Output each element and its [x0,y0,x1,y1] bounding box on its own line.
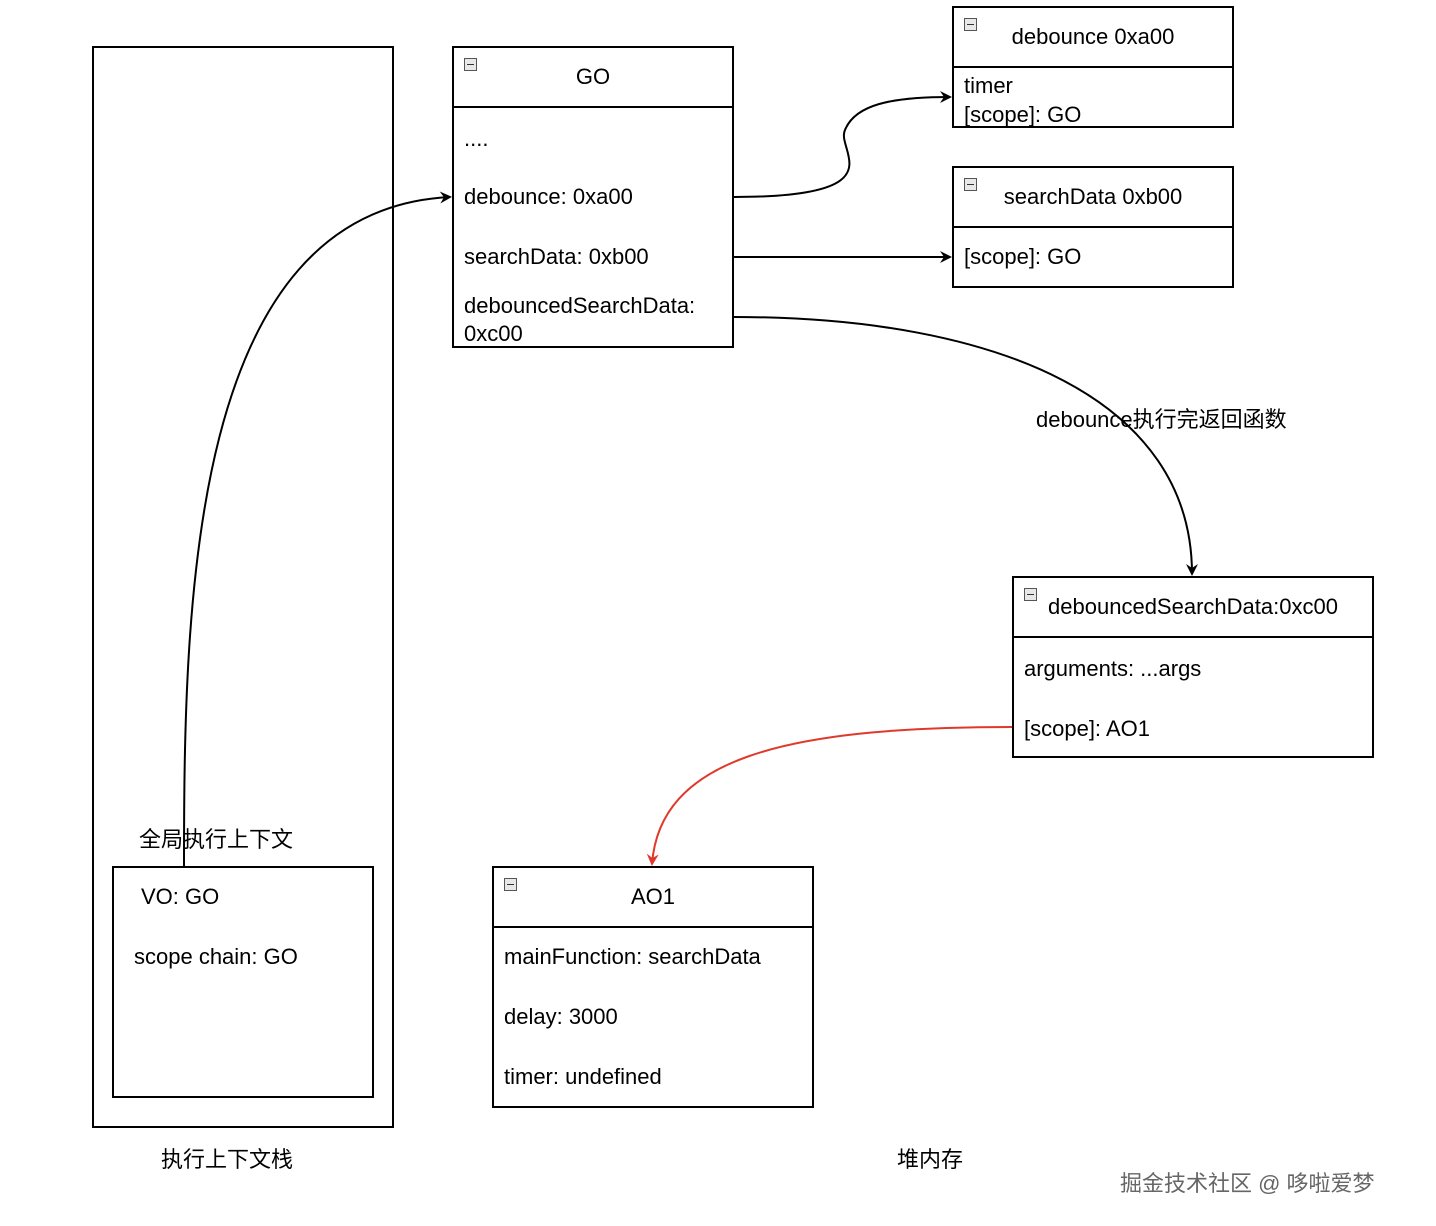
go-row-ellipsis: .... [464,126,489,151]
collapse-icon[interactable] [1024,588,1037,601]
ao1-title: AO1 [630,884,676,909]
debounce-object-title: debounce 0xa00 [1011,24,1175,49]
ao1-header: AO1 [494,868,812,928]
go-row-debouncedsearchdata-addr: 0xc00 [464,321,523,346]
go-row-debouncedsearchdata: debouncedSearchData: [464,293,696,318]
go-node-header: GO [454,48,732,108]
searchdata-object-node: searchData 0xb00 [scope]: GO [952,166,1234,288]
collapse-icon[interactable] [504,878,517,891]
edge-label-debounce-returns: debounce执行完返回函数 [1036,407,1287,432]
collapse-icon[interactable] [464,58,477,71]
global-execution-context: VO: GO scope chain: GO [112,866,374,1098]
global-context-label: 全局执行上下文 [139,827,294,852]
stack-caption: 执行上下文栈 [161,1147,294,1172]
searchdata-object-header: searchData 0xb00 [954,168,1232,228]
debounced-searchdata-node: debouncedSearchData:0xc00 arguments: ...… [1012,576,1374,758]
heap-caption: 堆内存 [897,1147,964,1172]
go-row-debounce: debounce: 0xa00 [464,184,633,209]
go-row-searchdata: searchData: 0xb00 [464,244,649,269]
ao1-row-mainfunction: mainFunction: searchData [504,944,761,969]
debounced-searchdata-title: debouncedSearchData:0xc00 [1048,594,1338,619]
ao1-node: AO1 mainFunction: searchData delay: 3000… [492,866,814,1108]
vo-row: VO: GO [141,884,220,909]
collapse-icon[interactable] [964,18,977,31]
ao1-row-delay: delay: 3000 [504,1004,618,1029]
scope-chain-row: scope chain: GO [134,944,298,969]
watermark: 掘金技术社区 @ 哆啦爱梦 [1120,1171,1375,1196]
edge-scope-to-ao1 [646,726,1013,866]
searchdata-object-title: searchData 0xb00 [1003,184,1183,209]
debounce-object-header: debounce 0xa00 [954,8,1232,68]
go-node-title: GO [575,64,611,89]
debounced-searchdata-row-arguments: arguments: ...args [1024,656,1202,681]
debounce-object-row-scope: [scope]: GO [964,102,1082,127]
edge-go-to-debounce [733,91,952,198]
collapse-icon[interactable] [964,178,977,191]
edge-go-to-debounced-searchdata [733,316,1198,576]
go-node: GO .... debounce: 0xa00 searchData: 0xb0… [452,46,734,348]
debounce-object-node: debounce 0xa00 timer [scope]: GO [952,6,1234,128]
edge-global-context-to-go [183,191,452,867]
debounced-searchdata-header: debouncedSearchData:0xc00 [1014,578,1372,638]
debounced-searchdata-row-scope: [scope]: AO1 [1024,716,1150,741]
searchdata-object-row-scope: [scope]: GO [964,244,1082,269]
ao1-row-timer: timer: undefined [504,1064,662,1089]
debounce-object-row-timer: timer [964,73,1013,98]
